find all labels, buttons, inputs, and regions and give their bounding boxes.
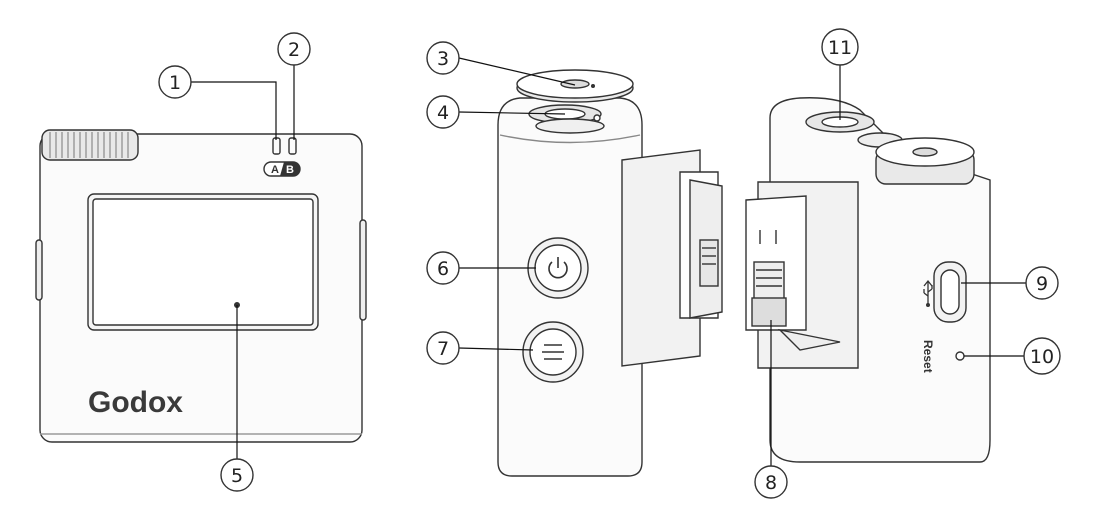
callout-5-text: 5 (231, 465, 243, 487)
brand-logo: Godox (88, 386, 183, 419)
indicator-light-b (288, 137, 297, 155)
channel-b-label: B (286, 164, 294, 176)
callout-7-text: 7 (437, 338, 449, 360)
callout-3-text: 3 (437, 48, 449, 70)
callout-9-text: 9 (1036, 273, 1048, 295)
channel-a-label: A (271, 164, 279, 176)
side-view (497, 69, 723, 477)
callout-8: 8 (754, 465, 788, 499)
callout-2: 2 (277, 32, 311, 66)
callout-4-text: 4 (437, 102, 449, 124)
callout-11-text: 11 (828, 37, 852, 59)
callout-1: 1 (158, 65, 192, 99)
reset-label: Reset (921, 340, 935, 373)
front-dial (41, 129, 139, 161)
leader-lines (190, 57, 1026, 466)
power-button[interactable] (527, 237, 589, 299)
belt-clip-side (621, 149, 723, 367)
usb-icon (923, 279, 933, 307)
callout-4: 4 (426, 95, 460, 129)
ab-badge: A B (263, 161, 301, 177)
usb-c-port[interactable] (933, 261, 967, 323)
callout-8-text: 8 (765, 472, 777, 494)
menu-button[interactable] (522, 321, 584, 383)
front-view: A B Godox (35, 129, 367, 443)
back-view: Reset (745, 97, 991, 463)
callout-9: 9 (1025, 266, 1059, 300)
callout-6: 6 (426, 251, 460, 285)
mount-hole (528, 104, 605, 134)
reset-hole[interactable] (955, 351, 965, 361)
callout-10: 10 (1023, 337, 1061, 375)
callout-3: 3 (426, 41, 460, 75)
back-dial (875, 137, 975, 185)
callout-10-text: 10 (1030, 346, 1054, 368)
screen-inner (92, 198, 314, 326)
callout-6-text: 6 (437, 258, 449, 280)
callout-1-text: 1 (169, 72, 181, 94)
callout-7: 7 (426, 331, 460, 365)
callout-5: 5 (220, 458, 254, 492)
callout-11: 11 (821, 28, 859, 66)
belt-clip-back (745, 181, 859, 369)
callout-2-text: 2 (288, 39, 300, 61)
top-mic-dial (516, 69, 634, 103)
